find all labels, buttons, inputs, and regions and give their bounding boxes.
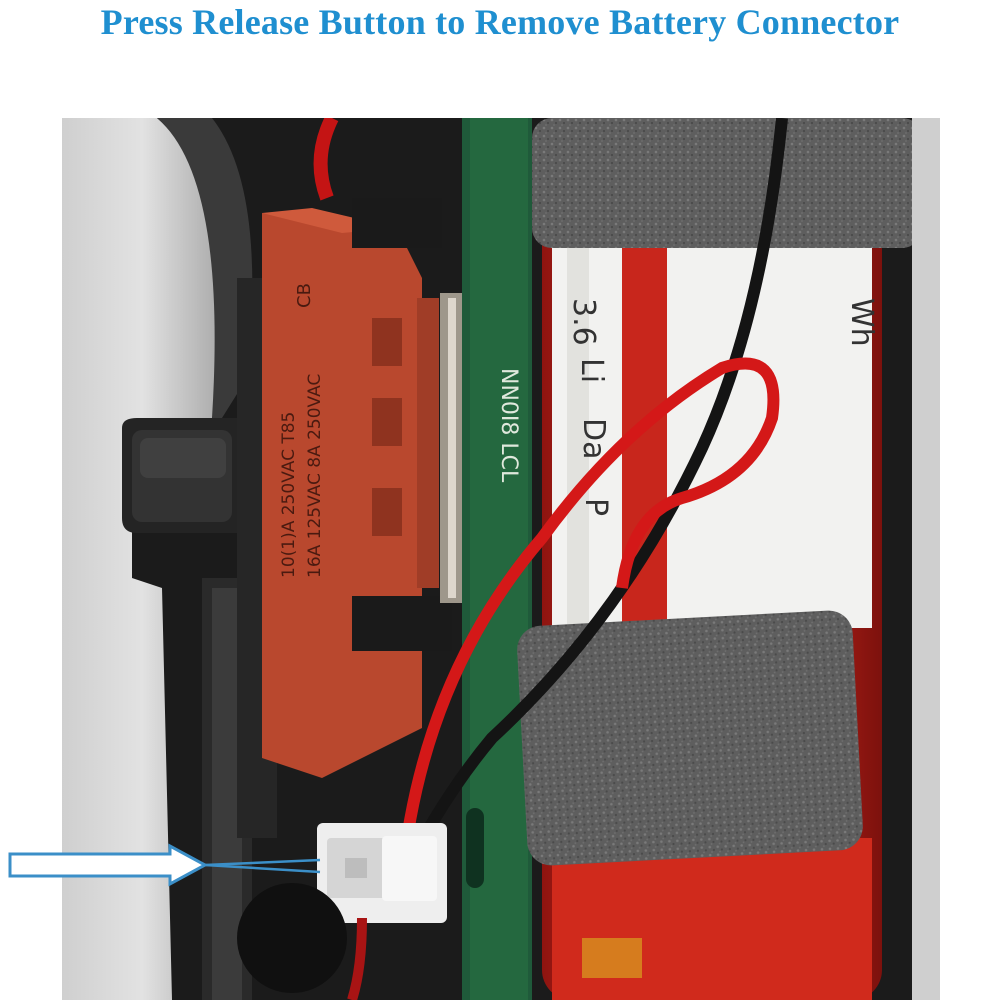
wire-red-top xyxy=(313,118,339,201)
wire-red xyxy=(396,357,780,879)
housing-shell xyxy=(62,118,223,1000)
cell-marking-3: Da xyxy=(576,418,611,459)
headline-text: Press Release Button to Remove Battery C… xyxy=(100,2,900,42)
cell-marking-2: Li xyxy=(574,358,609,383)
housing-inner-rim xyxy=(157,118,253,418)
cell-marking-4: P xyxy=(578,498,613,516)
release-button-pointer xyxy=(0,830,360,900)
wire-black xyxy=(396,118,788,881)
switch-marking-line1: 10(1)A 250VAC T85 xyxy=(279,412,299,578)
pcb-marking: NN0I8 LCL xyxy=(496,368,521,483)
cell-marking-right: Wh xyxy=(844,298,879,347)
wire-red-bottom xyxy=(347,917,367,1000)
motor-shadow xyxy=(237,883,347,993)
cell-marking-1: 3.6 xyxy=(566,298,601,346)
switch-clip-bottom xyxy=(352,596,452,651)
switch-marking-line2: 16A 125VAC 8A 250VAC xyxy=(305,374,325,578)
headline: Press Release Button to Remove Battery C… xyxy=(0,0,1000,44)
battery-cell: 3.6 Li Da P Wh xyxy=(542,178,882,1000)
foam-band-bottom xyxy=(517,610,863,866)
battery-connector xyxy=(317,823,447,923)
foam-band-top xyxy=(532,118,922,248)
product-photo: 10(1)A 250VAC T85 16A 125VAC 8A 250VAC C… xyxy=(62,118,940,1000)
switch-clip-top xyxy=(352,198,442,248)
pointer-arrow-icon xyxy=(8,843,321,887)
power-switch: 10(1)A 250VAC T85 16A 125VAC 8A 250VAC C… xyxy=(262,208,439,778)
circuit-board: NN0I8 LCL xyxy=(462,118,532,1000)
cell-label-text: 3.6 Li Da P Wh xyxy=(566,298,879,516)
housing-right-edge xyxy=(912,118,940,1000)
switch-cert-mark: CB xyxy=(294,283,315,308)
